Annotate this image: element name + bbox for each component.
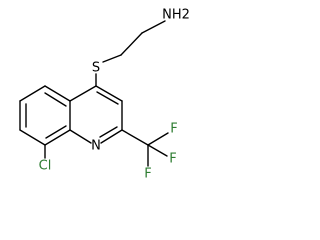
bond-c7-c8 xyxy=(19,129,46,146)
bond-n1-c8a xyxy=(69,129,92,144)
molecule-structure: NH2 S N Cl F F F xyxy=(19,8,190,182)
atom-fluorine-1: F xyxy=(170,122,177,137)
bond-c2-n1-inner xyxy=(99,126,118,138)
atom-fluorine-2: F xyxy=(169,152,176,167)
bond-c8-c8a-inner xyxy=(45,125,67,139)
bond-c4a-c4 xyxy=(69,85,97,102)
bond-ch2-s xyxy=(102,54,122,63)
bond-ch2-ch2 xyxy=(120,32,143,56)
bond-c4a-c5-inner xyxy=(44,92,67,107)
bond-c2-n1 xyxy=(100,129,123,144)
bond-c4a-c5 xyxy=(44,85,71,102)
bonds xyxy=(19,20,169,167)
atom-ring-nitrogen: N xyxy=(91,139,101,154)
atom-labels: NH2 S N Cl F F F xyxy=(39,8,190,182)
atom-fluorine-3: F xyxy=(144,167,151,182)
bond-c4-c3-inner xyxy=(96,91,119,105)
bond-c2-cf3 xyxy=(121,129,149,146)
atom-chlorine: Cl xyxy=(39,159,52,174)
atom-sulfur: S xyxy=(92,61,100,76)
bond-c4-c3 xyxy=(95,85,123,102)
bond-cf3-f1 xyxy=(147,132,169,146)
bond-amine-ch2 xyxy=(141,20,166,34)
atom-amine: NH2 xyxy=(162,8,190,23)
bond-c5-c6 xyxy=(19,85,46,102)
bond-c8-c8a xyxy=(44,129,71,146)
bond-cf3-f2 xyxy=(147,144,168,157)
